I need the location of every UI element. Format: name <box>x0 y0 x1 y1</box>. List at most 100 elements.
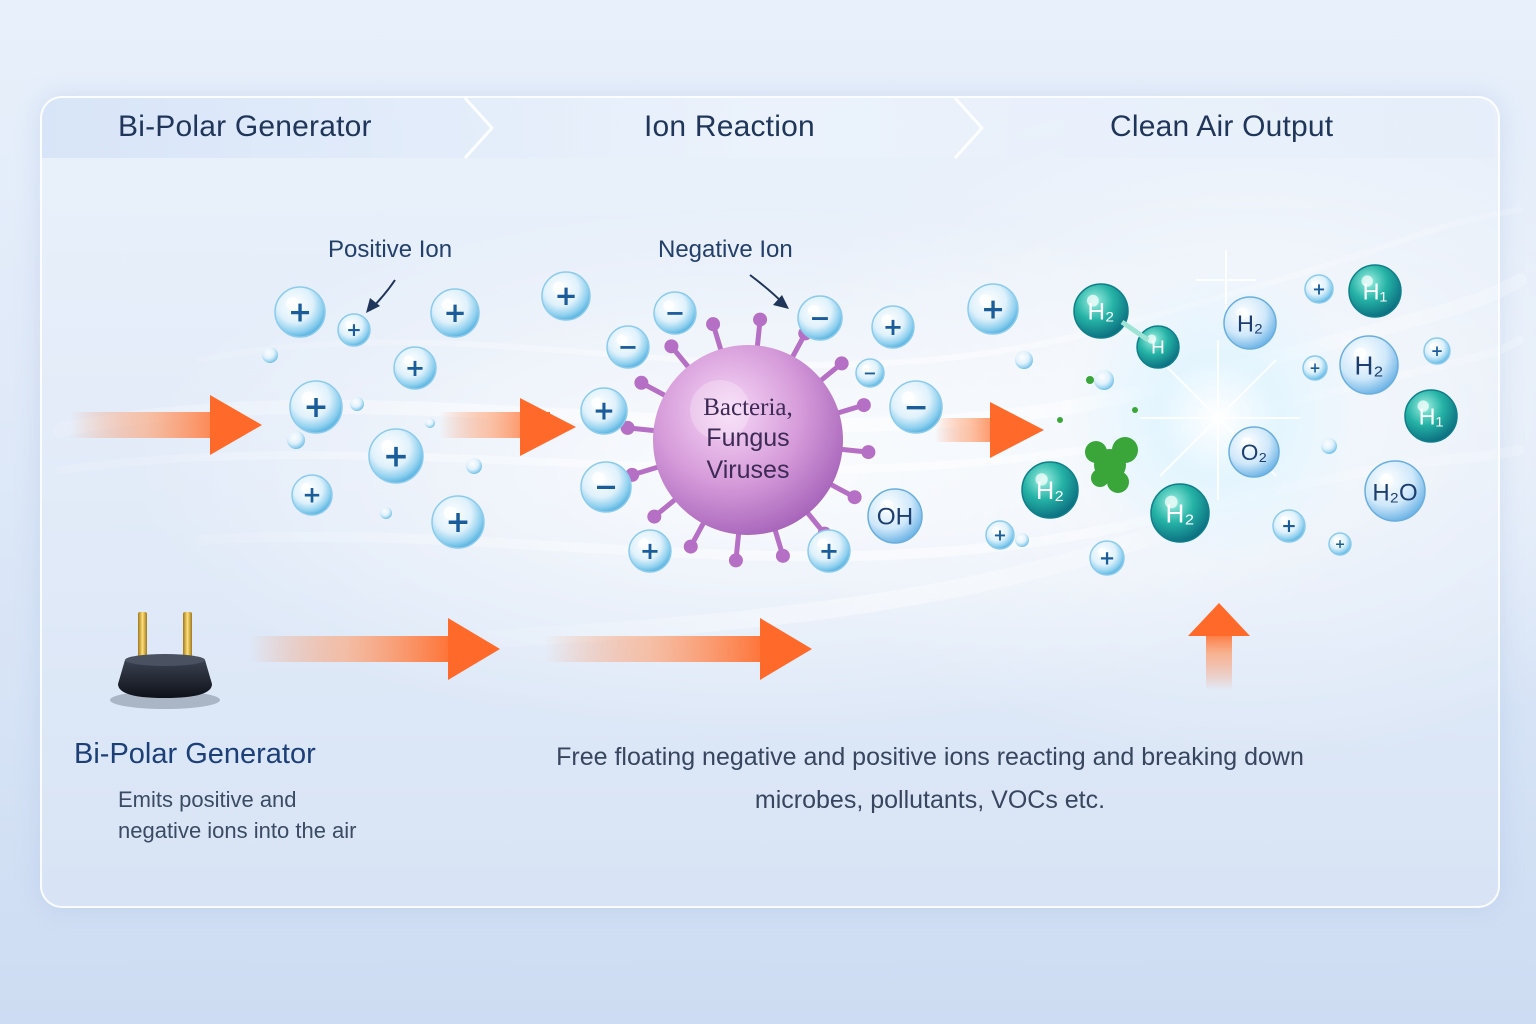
ion-symbol: + <box>405 354 425 382</box>
header-chevron-2 <box>953 96 985 160</box>
sparkle-icon <box>1140 340 1300 500</box>
droplet <box>466 458 482 474</box>
negative-ion: − <box>889 380 943 434</box>
molecule: O₂ <box>1228 426 1280 478</box>
ion-symbol: + <box>302 483 321 509</box>
molecule-label: OH <box>877 504 913 531</box>
generator-title: Bi-Polar Generator <box>74 738 316 770</box>
reaction-desc-line-1: Free floating negative and positive ions… <box>556 743 1304 771</box>
molecule: H₂ <box>1150 483 1210 543</box>
molecule-label: O₂ <box>1241 440 1267 465</box>
positive-ion: + <box>871 305 915 349</box>
positive-ion-label: Positive Ion <box>328 236 453 263</box>
positive-ion: + <box>274 286 326 338</box>
positive-ion: + <box>807 529 851 573</box>
molecule: H₁ <box>1404 389 1458 443</box>
molecule: H <box>1136 325 1180 369</box>
droplet <box>262 347 278 363</box>
sparkle-small-icon <box>1196 250 1256 310</box>
droplet <box>1015 533 1029 547</box>
ion-symbol: + <box>443 296 466 329</box>
positive-ion: + <box>1304 274 1334 304</box>
ion-symbol: + <box>981 292 1005 326</box>
molecule-label: H₂ <box>1166 498 1195 528</box>
positive-ion: + <box>1302 355 1328 381</box>
positive-ion: + <box>967 283 1019 335</box>
right-arrow-icon <box>70 395 262 455</box>
right-arrow-icon <box>545 618 812 680</box>
molecule-bond <box>1120 319 1150 343</box>
ion-symbol: − <box>809 303 830 332</box>
negative-ion: − <box>653 291 697 335</box>
molecule-label: H₂ <box>1237 310 1263 336</box>
flow-arrows <box>70 395 1250 690</box>
positive-ion: + <box>289 380 343 434</box>
droplet <box>287 431 305 449</box>
positive-ion: + <box>337 313 371 347</box>
pathogen-icon <box>620 312 876 568</box>
ion-symbol: + <box>1431 342 1444 360</box>
molecule: H₂ <box>1223 296 1277 350</box>
droplet <box>1321 438 1337 454</box>
right-arrow-icon <box>935 402 1044 458</box>
positive-ion: + <box>628 529 672 573</box>
ion-symbol: + <box>1099 546 1115 569</box>
ions-layer: +++++++++++++++++++++−−−−−− <box>262 271 1451 576</box>
stage-header-bar <box>42 98 1494 158</box>
pointer-arrowhead <box>773 295 789 309</box>
ion-symbol: + <box>883 313 903 341</box>
positive-ion: + <box>430 288 480 338</box>
positive-ion: + <box>368 428 424 484</box>
power-plug-icon <box>110 612 220 709</box>
ion-symbol: + <box>1312 279 1326 298</box>
right-arrow-icon <box>250 618 500 680</box>
negative-ion-label: Negative Ion <box>658 236 793 263</box>
droplet <box>350 397 364 411</box>
pointer-arrowhead <box>366 298 380 313</box>
ion-symbol: − <box>903 390 928 425</box>
molecule-label: H₁ <box>1419 403 1444 429</box>
pathogen-label-line-3: Viruses <box>707 456 790 484</box>
molecule: H₂ <box>1021 461 1079 519</box>
positive-ion: + <box>1272 509 1306 543</box>
positive-ion: + <box>291 474 333 516</box>
molecule: H₂O <box>1364 460 1426 522</box>
stage-ion-reaction: Ion Reaction <box>644 110 815 143</box>
molecule-label: H₂ <box>1355 350 1384 380</box>
ion-symbol: − <box>665 299 685 327</box>
ion-symbol: + <box>1335 536 1346 551</box>
positive-ion: + <box>985 520 1015 550</box>
ion-symbol: − <box>618 333 638 361</box>
molecule: OH <box>867 488 923 544</box>
green-particles <box>1057 376 1138 493</box>
positive-ion: + <box>1089 540 1125 576</box>
molecule-label: H₁ <box>1363 278 1388 304</box>
droplet <box>1094 370 1114 390</box>
molecule: H₂ <box>1073 283 1129 339</box>
negative-ion: − <box>855 358 885 388</box>
positive-ion: + <box>1328 532 1352 556</box>
stage-clean-air-output: Clean Air Output <box>1110 110 1334 143</box>
ion-symbol: + <box>288 295 312 329</box>
reaction-desc-line-2: microbes, pollutants, VOCs etc. <box>754 786 1106 814</box>
droplet <box>1015 351 1033 369</box>
generator-desc-line-2: negative ions into the air <box>118 818 357 843</box>
molecule: H₁ <box>1348 264 1402 318</box>
positive-ion: + <box>393 346 437 390</box>
stage-bipolar-generator: Bi-Polar Generator <box>118 110 372 143</box>
ion-symbol: + <box>593 396 615 427</box>
droplet <box>380 507 392 519</box>
molecule: H₂ <box>1339 335 1399 395</box>
positive-ion: + <box>580 387 628 435</box>
pathogen-label-line-2: Fungus <box>706 424 789 452</box>
ion-symbol: + <box>303 390 328 425</box>
ion-symbol: + <box>1281 516 1296 537</box>
pathogen-label-line-1: Bacteria, <box>703 394 793 421</box>
ion-symbol: + <box>819 537 839 565</box>
ion-symbol: + <box>993 525 1007 544</box>
negative-ion: − <box>580 461 632 513</box>
ion-symbol: + <box>445 505 470 540</box>
ion-symbol: + <box>346 320 361 341</box>
